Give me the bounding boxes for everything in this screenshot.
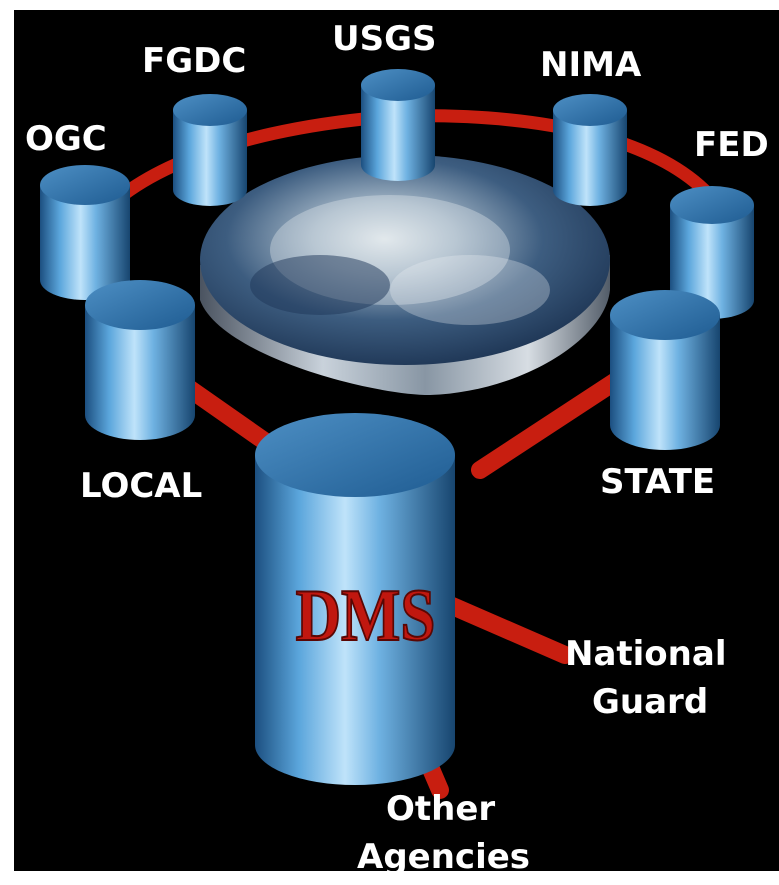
cylinder-side	[40, 185, 130, 300]
cylinder-top	[610, 290, 720, 340]
label-other-agencies-line1: Other	[386, 789, 495, 829]
label-local: LOCAL	[80, 466, 202, 506]
pipe-dms-national-guard	[441, 596, 574, 664]
cylinder-side	[173, 110, 247, 206]
pipe-state-dms	[471, 366, 634, 479]
label-national-guard-line1: National	[565, 634, 726, 674]
dms-cylinder: DMS	[255, 413, 455, 785]
label-state: STATE	[600, 462, 715, 502]
cylinder-top	[173, 94, 247, 126]
database-cylinder-fed	[670, 186, 754, 319]
database-cylinder-usgs	[361, 69, 435, 181]
cylinder-top	[553, 94, 627, 126]
cylinder-top	[361, 69, 435, 101]
cylinder-side	[85, 305, 195, 440]
database-cylinder-state	[610, 290, 720, 450]
cylinder-side	[670, 205, 754, 319]
cylinder-side	[553, 110, 627, 206]
cylinder-side	[610, 315, 720, 450]
database-cylinder-fgdc	[173, 94, 247, 206]
database-cylinder-local	[85, 280, 195, 440]
label-other-agencies-line2: Agencies	[357, 837, 530, 877]
database-cylinder-nima	[553, 94, 627, 206]
cylinder-top	[670, 186, 754, 224]
label-fed: FED	[694, 125, 769, 165]
label-fgdc: FGDC	[142, 41, 246, 81]
label-usgs: USGS	[332, 19, 437, 59]
cylinder-side	[361, 85, 435, 181]
cylinder-top	[85, 280, 195, 330]
label-nima: NIMA	[540, 45, 642, 85]
dms-label: DMS	[296, 574, 436, 656]
earth-disc	[200, 155, 610, 395]
cylinder-top	[40, 165, 130, 205]
database-cylinder-ogc	[40, 165, 130, 300]
label-ogc: OGC	[25, 119, 107, 159]
label-national-guard-line2: Guard	[592, 682, 708, 722]
